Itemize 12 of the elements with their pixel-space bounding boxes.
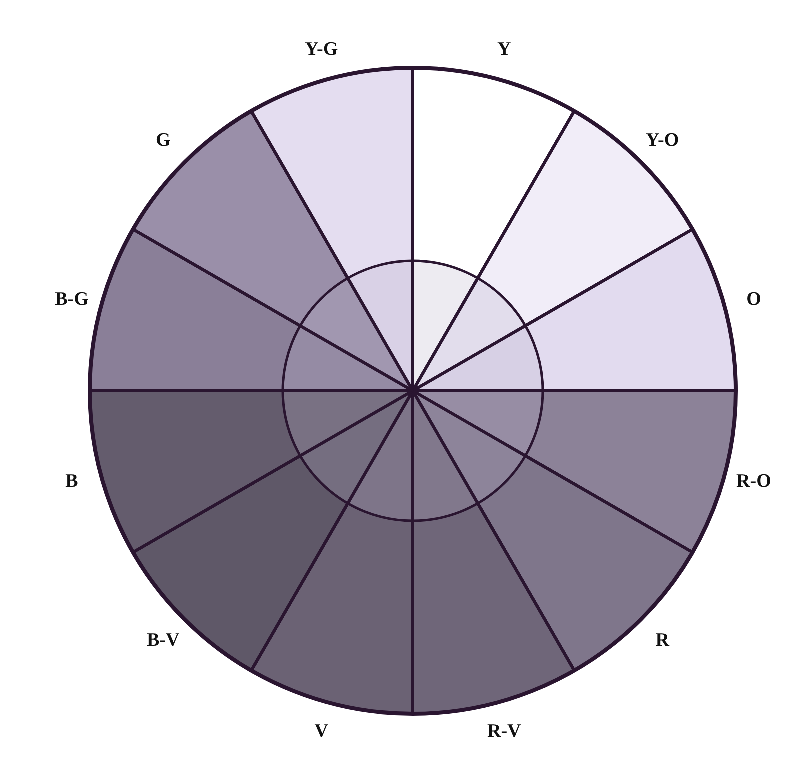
- segment-label: V: [314, 720, 328, 743]
- segment-label: R: [656, 630, 670, 652]
- segment-label: Y-O: [646, 130, 680, 152]
- segment-label: Y-G: [305, 39, 338, 62]
- segment-label: R-V: [487, 720, 522, 743]
- segment-label: Y: [498, 39, 512, 62]
- segment-label: B: [66, 471, 78, 494]
- segment-label: B-G: [55, 288, 89, 311]
- segment-label: O: [746, 288, 762, 311]
- segment-label: G: [156, 130, 171, 152]
- segment-label: B-V: [147, 630, 180, 652]
- segment-label: R-O: [736, 471, 772, 494]
